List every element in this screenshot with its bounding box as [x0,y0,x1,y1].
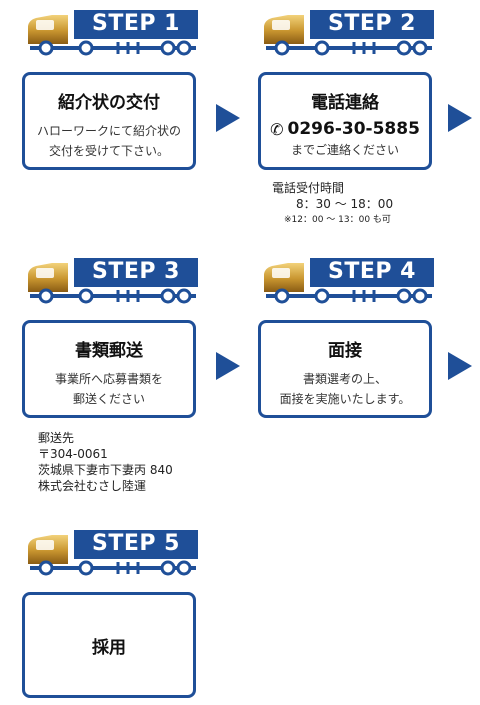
phone-hours-time: 8：30 〜 18：00 [296,197,394,211]
mailing-title: 郵送先 [38,431,75,445]
step-4-label: STEP 4 [328,259,416,284]
step-5-title: 採用 [92,638,126,658]
step-1-title: 紹介状の交付 [58,93,160,113]
step-3-desc: 事業所へ応募書類を 郵送ください [25,369,193,409]
arrow-right-icon [448,104,472,132]
step-2-label: STEP 2 [328,11,416,36]
step-2-note: までご連絡ください [290,143,399,157]
step-1-desc-line-2: 交付を受けて下さい。 [48,144,169,158]
arrow-right-icon [216,352,240,380]
step-3-card: 書類郵送 事業所へ応募書類を 郵送ください [22,320,196,418]
step-1-desc-line-1: ハローワークにて紹介状の [36,124,181,138]
step-3-truck-header: STEP 3 [22,258,202,304]
step-5-label: STEP 5 [92,531,180,556]
step-3-label: STEP 3 [92,259,180,284]
step-4-desc: 書類選考の上、 面接を実施いたします。 [261,369,429,409]
mailing-address-line: 茨城県下妻市下妻丙 840 [38,463,173,477]
phone-icon: ✆ [270,119,284,139]
step-3-desc-line-1: 事業所へ応募書類を [54,372,163,386]
step-1-truck-header: STEP 1 [22,10,202,56]
step-2-title: 電話連絡 [311,93,379,113]
step-3-desc-line-2: 郵送ください [72,392,145,406]
step-4-desc-line-2: 面接を実施いたします。 [279,392,411,406]
phone-number[interactable]: 0296-30-5885 [287,119,420,139]
truck-icon [264,258,434,304]
step-1-label: STEP 1 [92,11,180,36]
mailing-company: 株式会社むさし陸運 [38,479,147,493]
mailing-postal: 〒304-0061 [38,447,108,461]
truck-icon [28,10,198,56]
phone-hours-note: ※12：00 〜 13：00 も可 [284,215,391,225]
phone-row: ✆ 0296-30-5885 [261,119,429,139]
step-1-desc: ハローワークにて紹介状の 交付を受けて下さい。 [25,121,193,161]
step-5-truck-header: STEP 5 [22,530,202,576]
step-2-card: 電話連絡 ✆ 0296-30-5885 までご連絡ください [258,72,432,170]
arrow-right-icon [216,104,240,132]
phone-hours-title: 電話受付時間 [272,181,345,195]
step-4-truck-header: STEP 4 [258,258,438,304]
step-5-card: 採用 [22,592,196,698]
step-4-card: 面接 書類選考の上、 面接を実施いたします。 [258,320,432,418]
step-4-title: 面接 [328,341,362,361]
step-1-card: 紹介状の交付 ハローワークにて紹介状の 交付を受けて下さい。 [22,72,196,170]
mailing-address: 郵送先 〒304-0061 茨城県下妻市下妻丙 840 株式会社むさし陸運 [38,430,173,494]
arrow-right-icon [448,352,472,380]
step-3-title: 書類郵送 [75,341,143,361]
truck-icon [264,10,434,56]
phone-hours: 電話受付時間 8：30 〜 18：00 ※12：00 〜 13：00 も可 [272,180,393,228]
step-4-desc-line-1: 書類選考の上、 [302,372,387,386]
truck-icon [28,530,198,576]
truck-icon [28,258,198,304]
step-2-truck-header: STEP 2 [258,10,438,56]
